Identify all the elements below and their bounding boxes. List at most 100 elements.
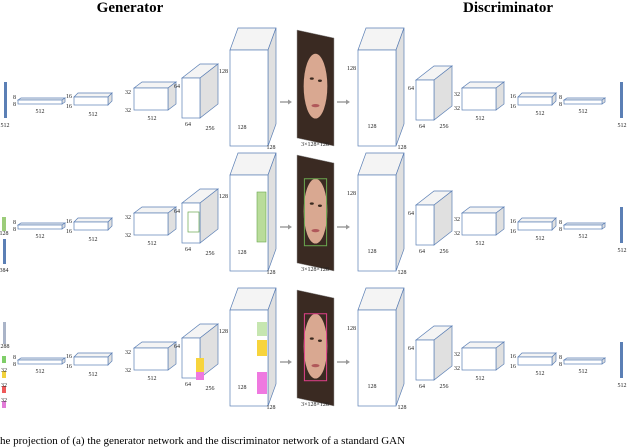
row-3-cond-label-2: 32 — [1, 383, 7, 389]
row-3-disc-block-128-side — [395, 287, 405, 407]
row-3-gen-map-green — [257, 322, 267, 336]
row-3-gen-16a: 16 — [66, 354, 72, 360]
row-3-generated-image-eye-left — [309, 337, 314, 340]
row-3-disc-16c: 512 — [536, 371, 545, 377]
row-2-gen-64c: 256 — [206, 251, 215, 257]
row-3-gen-32a: 32 — [125, 350, 131, 356]
row-3-disc-block-64 — [414, 325, 454, 381]
row-2-disc-block-16 — [517, 217, 557, 231]
row-1-disc-64c: 256 — [440, 124, 449, 130]
row-1-disc-block-16-front — [517, 96, 553, 106]
row-2-gen-to-image-arrow — [280, 224, 292, 230]
row-1-generated-image-mouth — [311, 104, 320, 108]
row-3-cond-label-1: 32 — [1, 368, 7, 374]
row-1-gen-8b: 8 — [13, 102, 16, 108]
row-3-gen-8a: 8 — [13, 355, 16, 361]
row-3-noise-vector — [3, 322, 6, 344]
row-3-gen-32b: 32 — [125, 368, 131, 374]
row-3-gen-block-128 — [229, 287, 277, 407]
row-2-disc-block-128-front — [357, 174, 397, 272]
row-3-disc-8c: 512 — [579, 369, 588, 375]
row-1-disc-32c: 512 — [476, 116, 485, 122]
row-3-generated-image-eye-right — [317, 339, 322, 342]
discriminator-heading: Discriminator — [463, 0, 553, 16]
row-1-image-to-disc-arrow-head — [346, 99, 350, 105]
row-3-gen-block-16-top — [73, 352, 113, 358]
row-2-gen-block-32 — [132, 206, 178, 236]
row-1-disc-block-128-side — [395, 27, 405, 147]
row-2-gen-32c: 512 — [148, 241, 157, 247]
row-2-disc-8b: 8 — [559, 227, 562, 233]
row-1-disc-block-64-front — [415, 79, 435, 121]
row-1-gen-16b: 16 — [66, 104, 72, 110]
row-2-disc-128b: 128 — [368, 249, 377, 255]
row-2-disc-64c: 256 — [440, 249, 449, 255]
row-2-generated-image-region — [303, 178, 328, 247]
row-2-gen-128c: 128 — [267, 270, 276, 276]
row-3-disc-block-64-front — [415, 339, 435, 381]
row-3-disc-block-32 — [460, 341, 506, 371]
row-2-disc-block-16-front — [517, 221, 553, 231]
row-1-gen-128b: 128 — [238, 125, 247, 131]
row-3-image-to-disc-arrow-head — [346, 359, 350, 365]
row-1-disc-output-label: 512 — [618, 123, 627, 129]
row-2-gen-block-16-top — [73, 217, 113, 223]
row-2-gen-block-64-front — [181, 202, 201, 244]
row-3-gen-map-pink — [257, 372, 267, 394]
row-3-disc-block-8 — [562, 357, 607, 365]
row-2-disc-128c: 128 — [398, 270, 407, 276]
row-1-disc-block-16 — [517, 92, 557, 106]
row-1-gen-128a: 128 — [219, 69, 228, 75]
row-3-disc-block-16-front — [517, 356, 553, 366]
row-3-disc-block-32-front — [461, 347, 497, 371]
row-2-disc-16c: 512 — [536, 236, 545, 242]
row-3-disc-64a: 64 — [408, 346, 414, 352]
row-1-disc-64b: 64 — [419, 124, 425, 130]
row-3-disc-block-128-front — [357, 309, 397, 407]
row-3-gen-32c: 512 — [148, 376, 157, 382]
row-3-gen-16c: 512 — [89, 372, 98, 378]
row-1-gen-32b: 32 — [125, 108, 131, 114]
row-3-disc-64c: 256 — [440, 384, 449, 390]
row-1-gen-8a: 8 — [13, 95, 16, 101]
row-2-gen-block-32-front — [133, 212, 169, 236]
row-1-gen-block-16-top — [73, 92, 113, 98]
row-1-gen-block-128 — [229, 27, 277, 147]
row-2-image-label: 3×128×128 — [301, 267, 329, 273]
row-1-gen-block-32-front — [133, 87, 169, 111]
row-3-gen-block-64 — [180, 323, 220, 379]
row-1-gen-64b: 64 — [185, 122, 191, 128]
row-2-gen-16a: 16 — [66, 219, 72, 225]
row-1-disc-block-8-front — [563, 99, 603, 105]
row-3-gen-to-image-arrow — [280, 359, 292, 365]
generator-heading: Generator — [97, 0, 164, 16]
row-3-gen-to-image-arrow-head — [288, 359, 292, 365]
row-2-disc-block-8-front — [563, 224, 603, 230]
row-2-disc-block-64-front — [415, 204, 435, 246]
row-3-gen-128a: 128 — [219, 329, 228, 335]
row-1-disc-16a: 16 — [510, 94, 516, 100]
row-1-disc-16b: 16 — [510, 104, 516, 110]
row-2-disc-32b: 32 — [454, 231, 460, 237]
row-1-gen-64c: 256 — [206, 126, 215, 132]
row-1-disc-block-16-top — [517, 92, 557, 98]
row-2-noise-label: 384 — [0, 268, 9, 274]
row-2-generated-image-eye-left — [309, 202, 314, 205]
row-1-gen-16a: 16 — [66, 94, 72, 100]
row-2-gen-block-8-front — [17, 224, 63, 230]
row-1-generated-image-eye-left — [309, 77, 314, 80]
row-3-gen-8b: 8 — [13, 362, 16, 368]
row-3-generated-image-skin — [303, 313, 328, 379]
row-3-disc-64b: 64 — [419, 384, 425, 390]
row-1-image-label: 3×128×128 — [301, 142, 329, 148]
row-2-gen-128b: 128 — [238, 250, 247, 256]
row-2-disc-64a: 64 — [408, 211, 414, 217]
row-1-disc-block-8 — [562, 97, 607, 105]
row-2-disc-block-8 — [562, 222, 607, 230]
row-2-gen-32a: 32 — [125, 215, 131, 221]
row-2-generated-image — [296, 154, 335, 272]
row-2-disc-block-16-top — [517, 217, 557, 223]
row-1-disc-block-128-front — [357, 49, 397, 147]
row-1-gen-block-64-front — [181, 77, 201, 119]
